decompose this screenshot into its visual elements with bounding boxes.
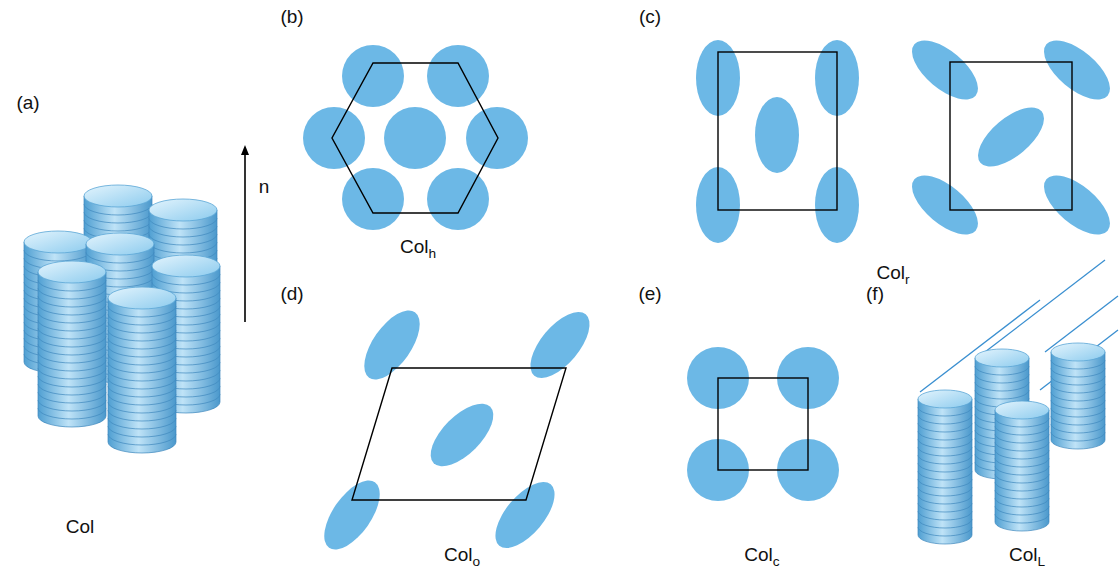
disc-top [1051, 343, 1105, 361]
disc-column [995, 401, 1049, 531]
phase-name: Colc [744, 544, 779, 567]
column-stacks [24, 185, 220, 453]
subscript: L [1037, 554, 1045, 569]
disc-top [84, 185, 152, 207]
rectangular-cell [718, 52, 837, 210]
disc-column [38, 261, 106, 427]
panel-letter: (a) [16, 92, 39, 115]
disc-top [152, 255, 220, 277]
rectangular-cell [950, 62, 1072, 210]
disc-top [975, 349, 1029, 367]
column-stacks [918, 343, 1105, 544]
disc-column [1051, 343, 1105, 449]
director-arrow [244, 150, 246, 322]
director-label: n [259, 176, 270, 199]
disc-column [918, 390, 972, 544]
subscript: r [905, 272, 910, 287]
disc-top [108, 287, 176, 309]
panel-letter: (d) [280, 283, 303, 306]
layer-lines [920, 260, 1118, 392]
panel-letter: (f) [866, 283, 884, 306]
disc-top [149, 199, 217, 221]
phase-name: Colr [876, 262, 909, 285]
phase-name: ColL [1009, 544, 1045, 567]
subscript: o [472, 554, 480, 569]
oblique-lattice [313, 301, 600, 558]
phase-name: Colo [444, 544, 480, 567]
square-cell [718, 378, 808, 470]
square-lattice [687, 347, 839, 501]
phase-name: Col [66, 516, 95, 539]
disc-top [24, 231, 92, 253]
disc-top [86, 233, 154, 255]
disc-top [995, 401, 1049, 419]
phase-name: Colh [400, 236, 436, 259]
panel-letter: (b) [280, 6, 303, 29]
oblique-cell [352, 368, 566, 500]
panel-letter: (e) [638, 283, 661, 306]
subscript: c [773, 554, 780, 569]
hexagonal-cell [332, 63, 498, 213]
subscript: h [428, 246, 436, 261]
disc-top [38, 261, 106, 283]
rectangular-lattice [696, 30, 1120, 246]
panel-letter: (c) [639, 6, 661, 29]
hexagonal-lattice [303, 45, 528, 230]
disc-column [108, 287, 176, 453]
disc-top [918, 390, 972, 408]
